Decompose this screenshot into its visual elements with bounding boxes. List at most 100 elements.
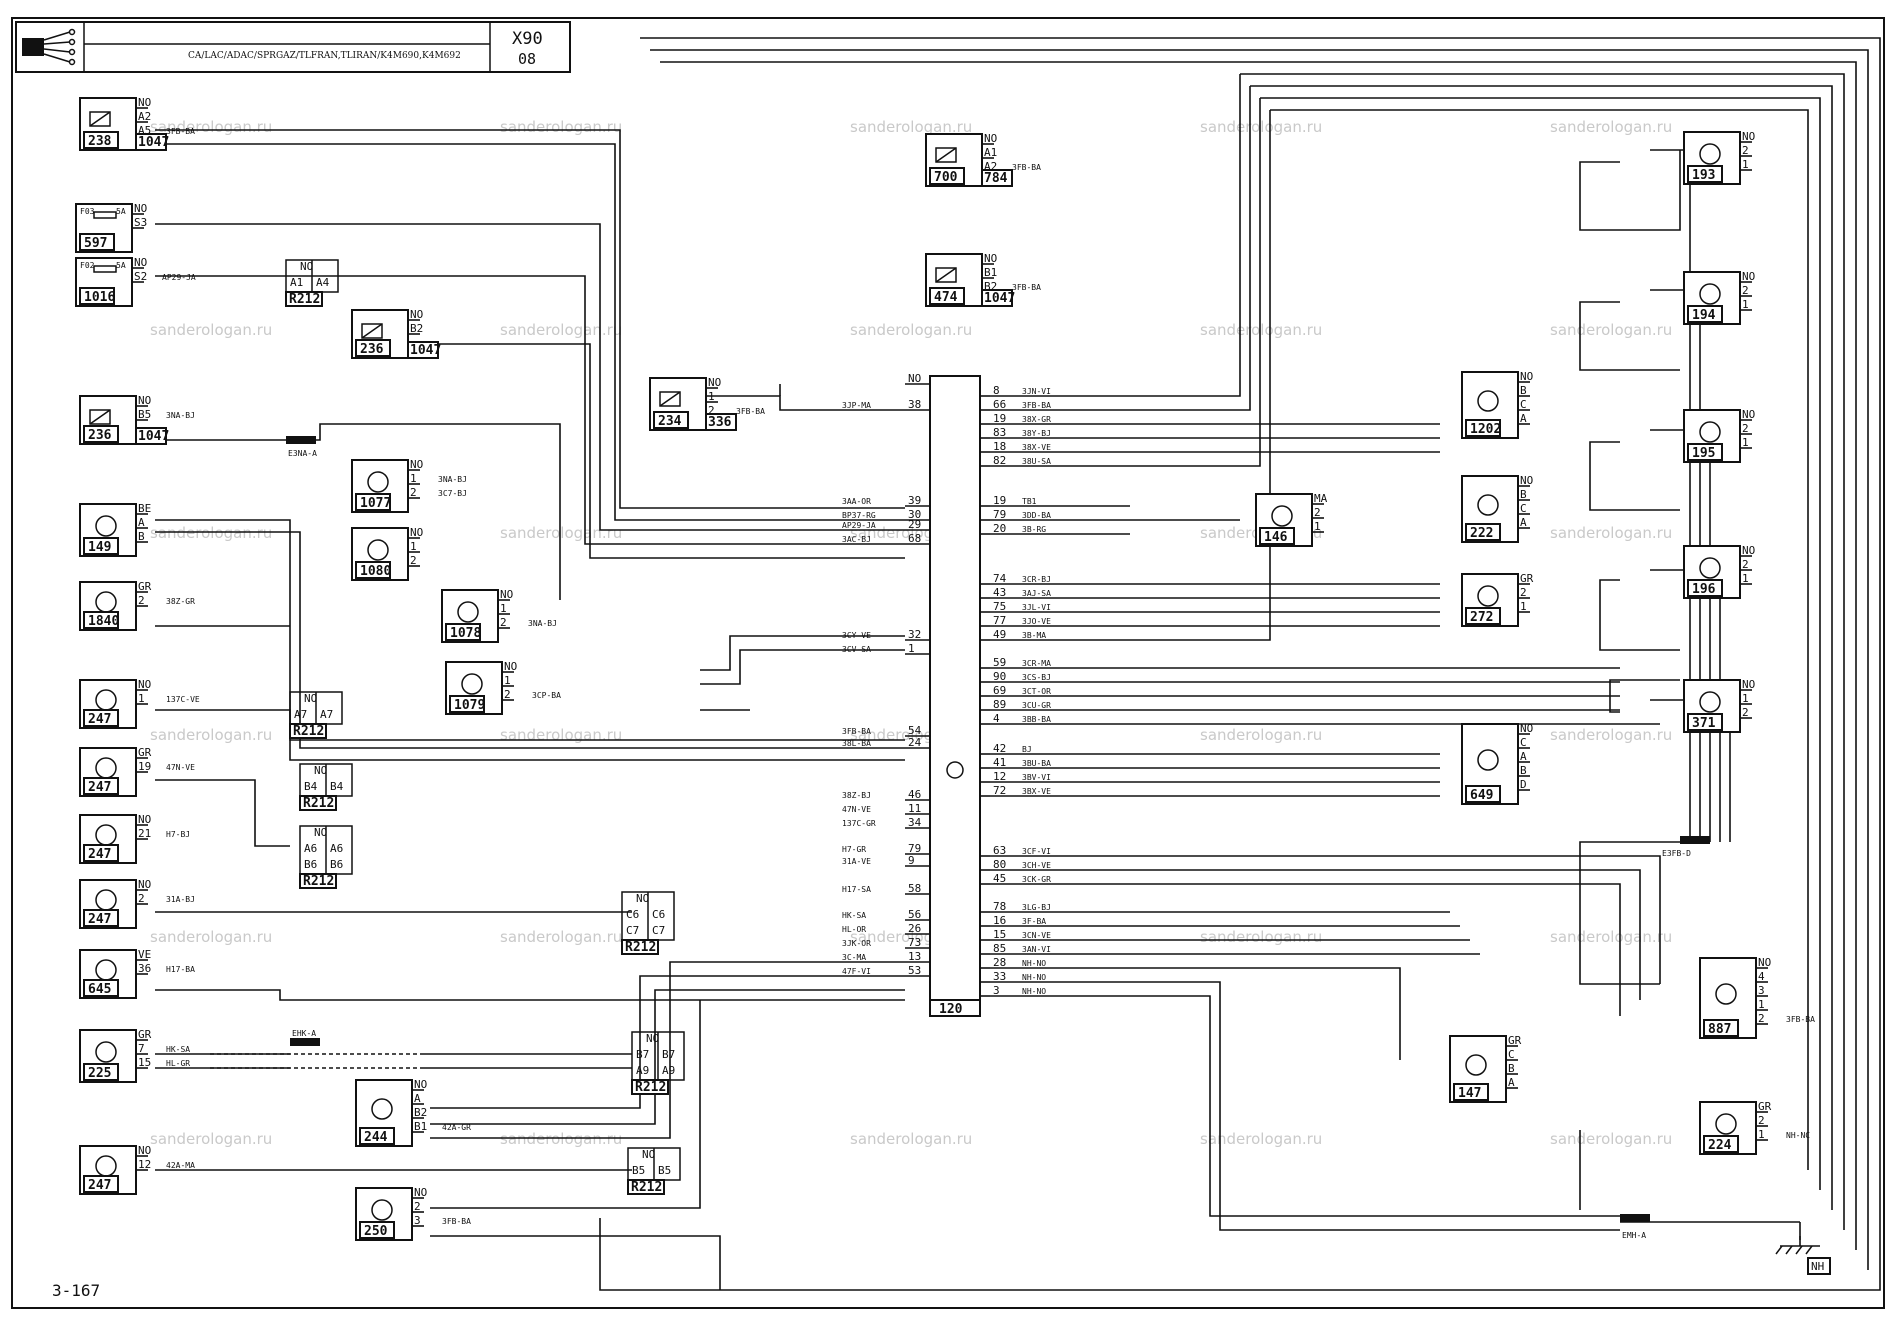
ecu-pin-number: 58 [908, 882, 921, 895]
ecu-pin-number: 54 [908, 724, 922, 737]
connector-pin: NO [314, 764, 327, 777]
ecu-pin-number: 4 [993, 712, 1000, 725]
component-id: 247 [88, 1178, 111, 1193]
watermark: sanderologan.ru [500, 118, 622, 136]
component-id: 272 [1470, 610, 1493, 625]
connector-id: R212 [635, 1080, 666, 1095]
ecu-wire-code: 3CT-OR [1022, 687, 1051, 696]
connector-pin: B5 [658, 1164, 671, 1177]
ecu-pin-number: 82 [993, 454, 1006, 467]
wire-code: 42A-MA [166, 1161, 195, 1170]
fuse-icon [93, 265, 117, 273]
component-id: 1080 [360, 564, 391, 579]
header-vehicle: X90 [512, 29, 543, 49]
component-pin: NO [1742, 408, 1755, 421]
ecu-pin-number: 66 [993, 398, 1006, 411]
watermark: sanderologan.ru [1550, 118, 1672, 136]
ecu-pin-number: 8 [993, 384, 1000, 397]
watermark: sanderologan.ru [150, 928, 272, 946]
component-pin: A [1520, 750, 1527, 763]
watermark: sanderologan.ru [500, 524, 622, 542]
component-id: 247 [88, 712, 111, 727]
header-sheet: 08 [518, 50, 536, 68]
ecu-wire-code: 38X-VE [1022, 443, 1051, 452]
ecu-pin-number: 46 [908, 788, 921, 801]
connector-pin: C6 [652, 908, 665, 921]
component-pin: 1 [1758, 1128, 1765, 1141]
component-pin: 2 [500, 616, 507, 629]
component-pin: NO [138, 96, 151, 109]
component-id: 149 [88, 540, 111, 555]
component-pin: 1 [138, 692, 145, 705]
component-pin: B1 [984, 266, 997, 279]
component-pin: 2 [708, 404, 715, 417]
component-pin: NO [500, 588, 513, 601]
watermark: sanderologan.ru [500, 726, 622, 744]
component-pin: 2 [1742, 144, 1749, 157]
sensor-icon [1715, 1113, 1737, 1135]
component-pin: B5 [138, 408, 151, 421]
component-id: 234 [658, 414, 682, 429]
component-id: 247 [88, 847, 111, 862]
ecu-wire-code: 3BB-BA [1022, 715, 1051, 724]
sensor-icon [95, 1041, 117, 1063]
ecu-wire-code: 3JL-VI [1022, 603, 1051, 612]
component-id: 196 [1692, 582, 1716, 597]
component-id: 1202 [1470, 422, 1501, 437]
component-id: 146 [1264, 530, 1288, 545]
ecu-pin-number: 28 [993, 956, 1006, 969]
ecu-pin-number: 74 [993, 572, 1007, 585]
sensor-icon [95, 515, 117, 537]
connector-id: R212 [289, 292, 320, 307]
ecu-pin-number: 73 [908, 936, 921, 949]
ecu-wire-code: HL-OR [842, 925, 866, 934]
ecu-pin-number: 32 [908, 628, 921, 641]
component-pin: 1 [1742, 436, 1749, 449]
component-id: 250 [364, 1224, 388, 1239]
connector-pin: B4 [304, 780, 318, 793]
component-pin: A [1520, 516, 1527, 529]
component-pin: B2 [410, 322, 423, 335]
component-id: 147 [1458, 1086, 1481, 1101]
ecu-wire-code: BJ [1022, 745, 1032, 754]
component-pin: B [1520, 384, 1527, 397]
component-pin: 2 [1742, 284, 1749, 297]
connector-pin: A7 [294, 708, 307, 721]
component-pin: C [1520, 502, 1527, 515]
ecu-wire-code: 3BX-VE [1022, 787, 1051, 796]
component-pin: A [138, 516, 145, 529]
component-pin: 2 [1758, 1114, 1765, 1127]
component-pin: 1 [410, 472, 417, 485]
wire-code: 47N-VE [166, 763, 195, 772]
component-pin: C [1508, 1048, 1515, 1061]
connector-pin: A7 [320, 708, 333, 721]
ecu-wire-code: 3BU-BA [1022, 759, 1051, 768]
component-id: 247 [88, 780, 111, 795]
ground-label: NH [1811, 1260, 1824, 1273]
component-pin: 19 [138, 760, 151, 773]
connector-pin: A4 [316, 276, 330, 289]
ecu-wire-code: 3FB-BA [1022, 401, 1051, 410]
ecu-symbol-icon [946, 761, 964, 779]
ecu-wire-code: 3CF-VI [1022, 847, 1051, 856]
ecu-wire-code: BP37-RG [842, 511, 876, 520]
component-pin: S3 [134, 216, 147, 229]
component-id: 474 [934, 290, 958, 305]
ecu-pin-number: 85 [993, 942, 1006, 955]
wire-code: 3FB-BA [736, 407, 765, 416]
connector-pin: B6 [304, 858, 317, 871]
ecu-pin-number: 63 [993, 844, 1006, 857]
component-pin: 1 [1314, 520, 1321, 533]
watermark: sanderologan.ru [1200, 928, 1322, 946]
